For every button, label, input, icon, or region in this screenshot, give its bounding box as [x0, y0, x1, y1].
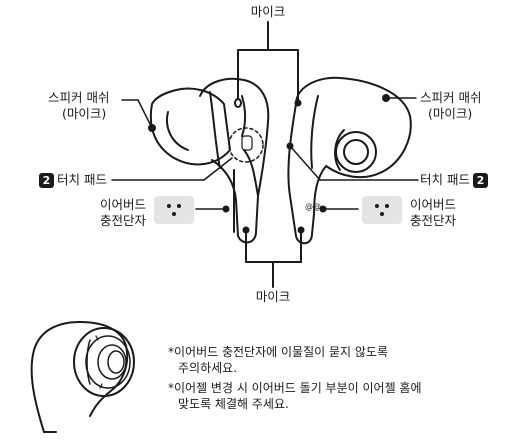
charging-left-line2: 충전단자: [100, 213, 147, 228]
note-1-line-1: *이어버드 충전단자에 이물질이 묻지 않도록: [168, 345, 388, 359]
note-1-line-2: 주의하세요.: [178, 361, 238, 375]
charging-contacts-right-icon: [362, 196, 402, 224]
speaker-mesh-left-label: 스피커 매쉬 (마이크): [48, 90, 109, 122]
charging-right-line2: 충전단자: [410, 213, 457, 228]
charging-contacts-left-icon: [154, 196, 194, 224]
right-earbud-markings: @@: [305, 202, 321, 211]
speaker-mesh-right-line2: (마이크): [428, 106, 473, 121]
charging-left-label: 이어버드 충전단자: [100, 197, 146, 229]
speaker-mesh-left-line1: 스피커 매쉬: [48, 90, 110, 105]
number-2-badge-icon: 2: [472, 173, 488, 188]
charging-right-line1: 이어버드: [410, 197, 457, 212]
charging-right-label: 이어버드 충전단자: [410, 197, 456, 229]
charging-left-line1: 이어버드: [100, 197, 147, 212]
note-2-line-2: 맞도록 체결해 주세요.: [178, 397, 289, 411]
speaker-mesh-right-line1: 스피커 매쉬: [420, 90, 482, 105]
note-charging-terminal: *이어버드 충전단자에 이물질이 묻지 않도록 주의하세요.: [168, 344, 388, 376]
mic-bottom-label: 마이크: [255, 289, 291, 304]
touch-pad-right-text: 터치 패드: [420, 172, 470, 187]
mic-top-label: 마이크: [250, 4, 286, 19]
speaker-mesh-left-line2: (마이크): [62, 106, 107, 121]
speaker-mesh-right-label: 스피커 매쉬 (마이크): [420, 90, 481, 122]
touch-pad-left-text: 터치 패드: [57, 172, 107, 187]
note-2-line-1: *이어젤 변경 시 이어버드 돌기 부분이 이어젤 홈에: [168, 381, 422, 395]
note-eargel: *이어젤 변경 시 이어버드 돌기 부분이 이어젤 홈에 맞도록 체결해 주세요…: [168, 380, 422, 412]
number-2-badge-icon: 2: [39, 173, 54, 188]
